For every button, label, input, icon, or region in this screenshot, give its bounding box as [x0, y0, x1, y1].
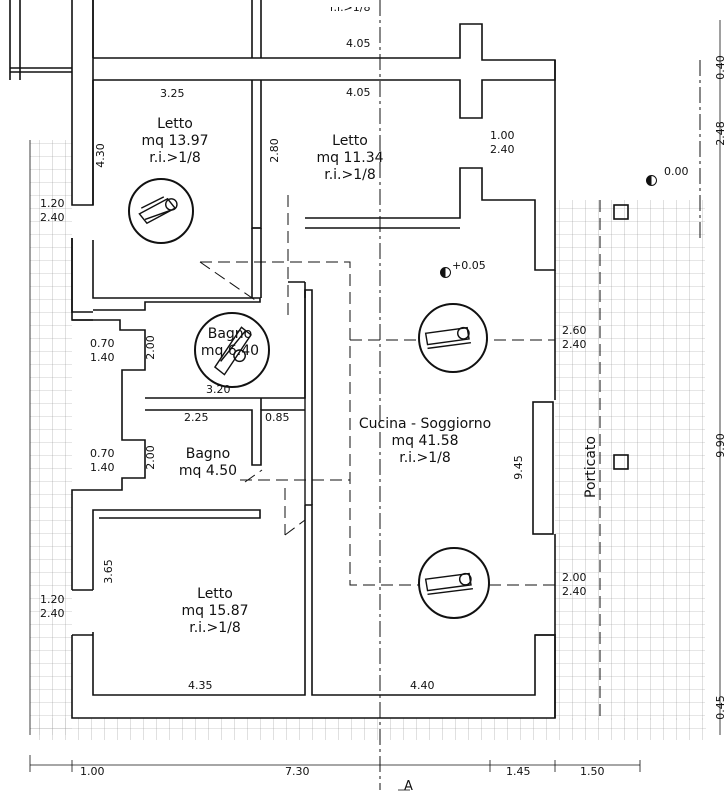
wall-edges	[252, 227, 306, 505]
dimension-label: 0.85	[265, 411, 290, 424]
room-porticato: Porticato	[583, 436, 599, 498]
dimension-label: 1.40	[90, 461, 115, 474]
dimension-label: 2.25	[184, 411, 209, 424]
dimension-label: 3.65	[101, 559, 115, 584]
dimension-lines	[29, 20, 721, 791]
dimension-label: 0.45	[713, 695, 726, 720]
dimension-label: 0.70	[90, 447, 115, 460]
dimension-label: 2.48	[713, 121, 726, 146]
dimension-label: 3.20	[206, 383, 231, 396]
dimension-label: 9.45	[511, 455, 525, 480]
dimension-label: 2.40	[40, 211, 65, 224]
room-letto-top-mid: Letto mq 11.34 r.i.>1/8	[316, 133, 384, 183]
level-marker-inside	[440, 267, 451, 278]
dimension-label: 4.35	[188, 679, 213, 692]
dimension-label: 2.60	[562, 324, 587, 337]
dimension-label: 1.00	[80, 765, 105, 778]
dimension-label: 1.20	[40, 197, 65, 210]
dimension-label: 0.40	[713, 55, 726, 80]
dimension-label: 2.00	[562, 571, 587, 584]
wheelchair-turning-icon	[128, 178, 194, 244]
room-bagno-lower: Bagno mq 4.50	[178, 446, 238, 479]
dimension-label: 1.50	[580, 765, 605, 778]
dimension-label: 0.70	[90, 337, 115, 350]
dimension-label: 2.80	[267, 138, 281, 163]
dimension-label: 1.00	[490, 129, 515, 142]
dimension-label: 1.40	[90, 351, 115, 364]
dimension-label: 4.05	[346, 37, 371, 50]
dashed-lines	[199, 195, 601, 718]
level-outside-label: 0.00	[664, 165, 689, 178]
level-inside-label: +0.05	[452, 259, 486, 272]
dimension-label: 4.05	[346, 86, 371, 99]
dimension-label: 2.40	[562, 585, 587, 598]
walls	[9, 0, 629, 719]
dimension-label: 1.20	[40, 593, 65, 606]
wheelchair-turning-icon	[418, 547, 490, 619]
dimension-label: 4.40	[410, 679, 435, 692]
dimension-label: 2.00	[143, 445, 157, 470]
dimension-label: 2.40	[562, 338, 587, 351]
dimension-label: 7.30	[285, 765, 310, 778]
level-marker-outside	[646, 175, 657, 186]
wheelchair-turning-icon	[418, 303, 488, 373]
dimension-label: 9.90	[713, 433, 726, 458]
dimension-label: 1.45	[506, 765, 531, 778]
dimension-label: r.i.>1/8	[330, 1, 371, 14]
room-bagno-upper: Bagno mq 6.40	[200, 326, 260, 359]
section-line	[379, 0, 701, 790]
paving-grid	[30, 140, 706, 740]
dimension-label: 3.25	[160, 87, 185, 100]
dimension-label: 2.40	[40, 607, 65, 620]
dimension-label: 4.30	[93, 143, 107, 168]
wheelchair-turning-icon	[194, 312, 270, 388]
room-cucina-soggiorno: Cucina - Soggiorno mq 41.58 r.i.>1/8	[358, 416, 492, 466]
room-letto-bottom: Letto mq 15.87 r.i.>1/8	[181, 586, 249, 636]
dimension-label: 2.40	[490, 143, 515, 156]
section-marker-label: A	[404, 779, 413, 794]
dimension-label: 2.00	[143, 335, 157, 360]
room-letto-top-left: Letto mq 13.97 r.i.>1/8	[141, 116, 209, 166]
